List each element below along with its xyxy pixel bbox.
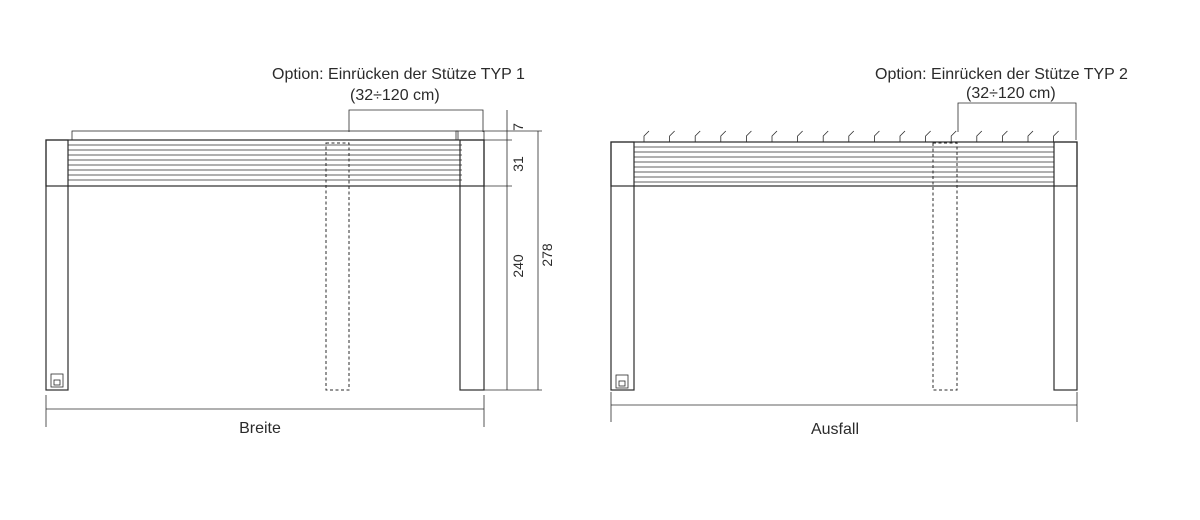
right-option-title: Option: Einrücken der Stütze TYP 2: [875, 66, 1128, 83]
right-motor-box: [615, 374, 629, 389]
right-view: Option: Einrücken der Stütze TYP 2 (32÷1…: [610, 66, 1128, 438]
left-indent-bracket: [348, 109, 484, 132]
dim-post: 240: [510, 254, 526, 278]
right-post-right: [1053, 141, 1078, 391]
louvre-blade: [694, 130, 701, 142]
left-indented-post: [325, 142, 350, 391]
louvre-blade: [1053, 130, 1059, 142]
louvre-blade: [925, 130, 931, 142]
left-motor-box: [50, 373, 64, 388]
left-width-label: Breite: [239, 420, 281, 437]
right-louvre-blades: [643, 130, 1059, 142]
left-height-dimensions: [484, 110, 542, 391]
louvre-blade: [822, 130, 829, 142]
louvre-blade: [797, 130, 803, 142]
left-top-cap-end: [455, 130, 485, 141]
left-option-title: Option: Einrücken der Stütze TYP 1: [272, 66, 525, 83]
right-beam: [610, 141, 1078, 187]
dim-total: 278: [539, 243, 555, 267]
louvre-blade: [899, 130, 906, 142]
louvre-blade: [720, 130, 727, 142]
louvre-blade: [848, 130, 855, 142]
right-indented-post: [932, 142, 958, 391]
right-indent-bracket: [957, 102, 1077, 140]
louvre-blade: [1002, 130, 1008, 142]
louvre-blade: [950, 130, 957, 142]
right-post-left: [610, 141, 635, 391]
left-top-cap: [71, 130, 459, 141]
left-view: Option: Einrücken der Stütze TYP 1 (32÷1…: [45, 66, 555, 437]
louvre-blade: [643, 130, 650, 142]
right-option-range: (32÷120 cm): [966, 85, 1056, 102]
dim-beam: 31: [510, 156, 526, 172]
left-post-right: [459, 139, 485, 391]
dim-top-cap: 7: [510, 123, 526, 131]
left-louvre-lines: [68, 144, 462, 181]
louvre-blade: [976, 130, 983, 142]
louvre-blade: [746, 130, 752, 142]
louvre-blade: [669, 130, 675, 142]
louvre-blade: [771, 130, 778, 142]
louvre-blade: [874, 130, 880, 142]
right-width-label: Ausfall: [811, 421, 859, 438]
right-louvre-lines: [634, 146, 1054, 183]
left-post-left: [45, 139, 69, 391]
louvre-blade: [1027, 130, 1034, 142]
left-beam: [45, 139, 485, 187]
left-option-range: (32÷120 cm): [350, 87, 440, 104]
